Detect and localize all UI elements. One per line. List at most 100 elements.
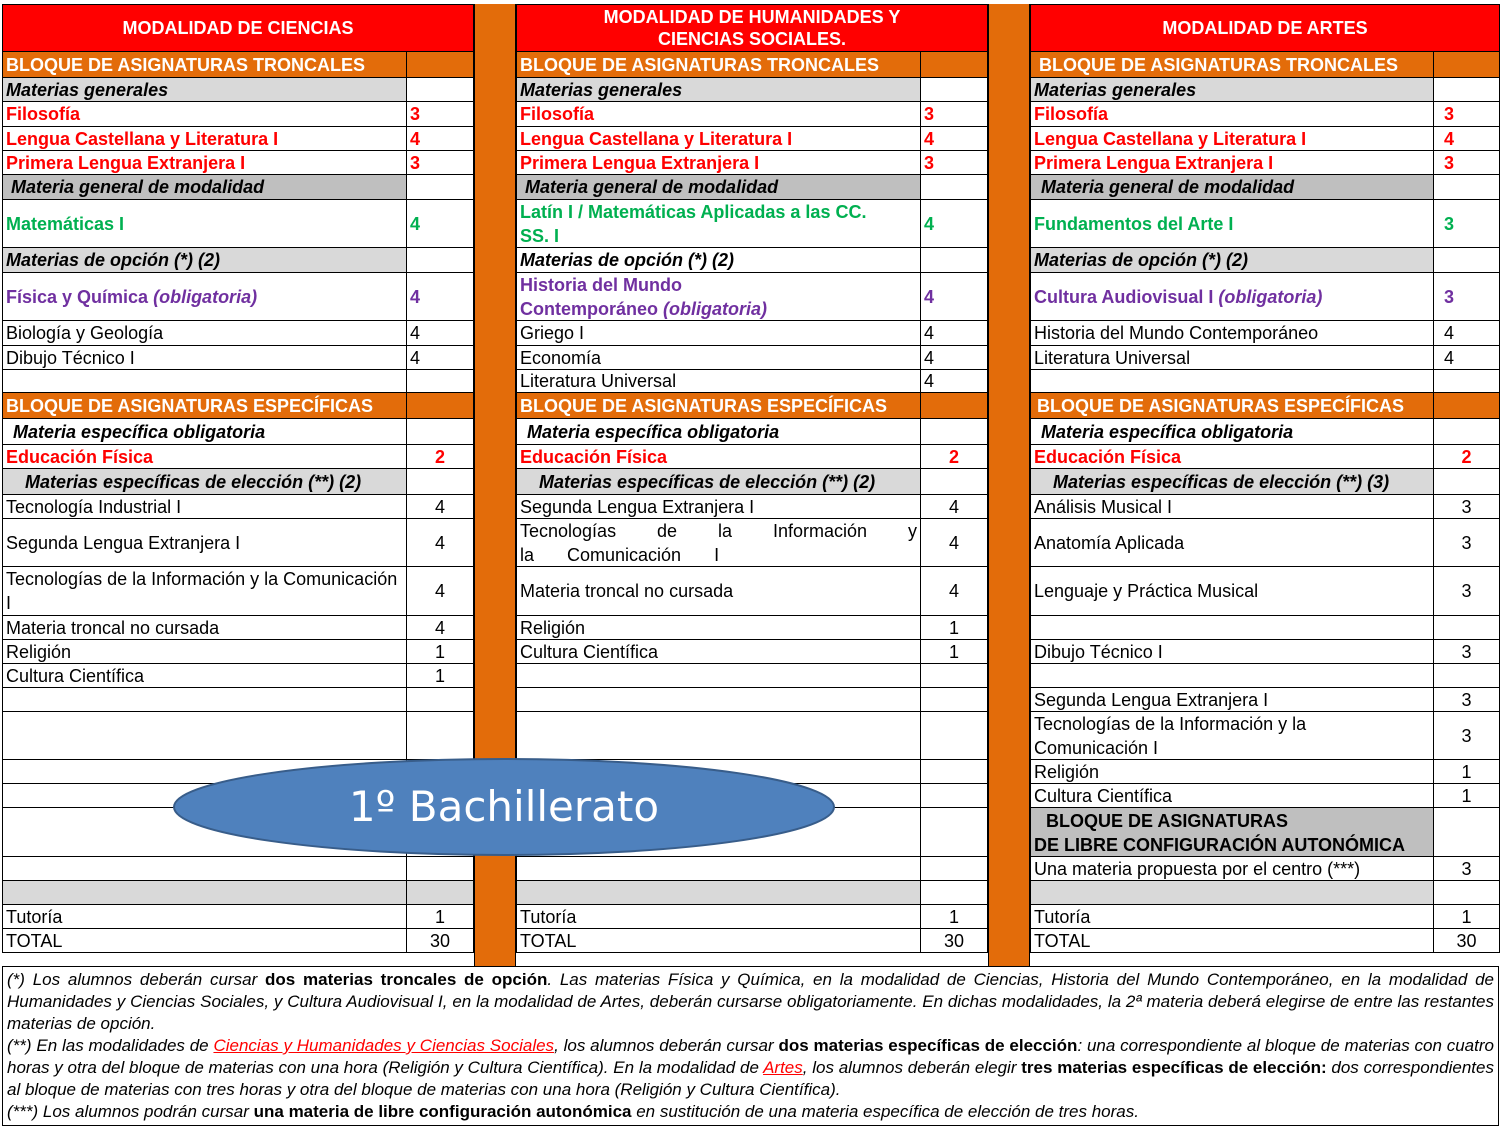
empty-cell: [921, 857, 988, 880]
subject-name: Lengua Castellana y Literatura I: [516, 127, 921, 150]
subject-hours: 4: [407, 567, 474, 615]
subject-hours: 1: [921, 640, 988, 663]
note-text: en sustitución de una materia específica…: [631, 1102, 1139, 1121]
empty-cell: [921, 760, 988, 783]
obligatoria-note: (obligatoria): [663, 299, 768, 319]
total-hours: 30: [921, 929, 988, 952]
subject-name: [1030, 370, 1434, 392]
tutoria-hours: 1: [921, 905, 988, 928]
empty-cell: [516, 712, 921, 759]
empty-cell: [1434, 881, 1500, 904]
subject-hours: 4: [407, 346, 474, 369]
subject-hours: 1: [921, 616, 988, 639]
especificas-header: BLOQUE DE ASIGNATURAS ESPECÍFICAS: [1030, 393, 1434, 418]
note-link-ciencias-humanidades[interactable]: Ciencias y Humanidades y Ciencias Social…: [213, 1036, 555, 1055]
empty-cell: [2, 881, 407, 904]
empty-cell: [1030, 881, 1434, 904]
empty-cell: [407, 248, 474, 272]
note-text: , los alumnos deberán elegir: [802, 1058, 1022, 1077]
column-ciencias: MODALIDAD DE CIENCIAS BLOQUE DE ASIGNATU…: [2, 4, 474, 953]
subject-hours: 3: [1434, 102, 1500, 126]
subject-hours: 1: [407, 664, 474, 687]
empty-cell: [921, 688, 988, 711]
libre-header-line2: DE LIBRE CONFIGURACIÓN AUTONÓMICA: [1034, 835, 1405, 855]
subject-name: Segunda Lengua Extranjera I: [516, 495, 921, 518]
subject-name: Economía: [516, 346, 921, 369]
note-text: (***) Los alumnos podrán cursar: [7, 1102, 254, 1121]
empty-cell: [921, 248, 988, 272]
subject-name: Filosofía: [1030, 102, 1434, 126]
empty-cell: [516, 688, 921, 711]
subject-name: Cultura Audiovisual I (obligatoria): [1030, 273, 1434, 320]
subject-name: Educación Física: [1030, 445, 1434, 468]
libre-header-line1: BLOQUE DE ASIGNATURAS: [1046, 811, 1289, 831]
subject-name-text: Historia del Mundo Contemporáneo: [520, 275, 682, 319]
subject-name: Griego I: [516, 321, 921, 345]
empty-cell: [921, 712, 988, 759]
empty-cell: [921, 808, 988, 856]
empty-cell: [921, 419, 988, 444]
note-text: , los alumnos deberán cursar: [554, 1036, 779, 1055]
note-text: . Las materias Física y Química, en la m…: [7, 970, 1494, 1033]
empty-cell: [921, 78, 988, 101]
subject-name: Dibujo Técnico I: [1030, 640, 1434, 663]
empty-cell: [407, 712, 474, 759]
subject-hours: 1: [1434, 784, 1500, 807]
subject-name: Tecnologías de la Información y la Comun…: [516, 519, 921, 566]
subject-hours: 4: [921, 370, 988, 392]
empty-cell: [1434, 175, 1500, 199]
subject-hours: 3: [921, 102, 988, 126]
subject-hours: 4: [1434, 127, 1500, 150]
note-bold: dos materias troncales de opción: [265, 970, 548, 989]
empty-cell: [921, 175, 988, 199]
empty-cell: [407, 469, 474, 494]
generales-label: Materias generales: [2, 78, 407, 101]
note-text: dos correspondientes al bloque de materi…: [7, 1058, 1494, 1099]
tutoria-label: Tutoría: [2, 905, 407, 928]
subject-hours: 4: [407, 616, 474, 639]
troncales-header: BLOQUE DE ASIGNATURAS TRONCALES: [2, 52, 407, 77]
subject-hours: 4: [921, 519, 988, 566]
note-bold: una materia de libre configuración auton…: [253, 1102, 632, 1121]
subject-name: [2, 370, 407, 392]
obligatoria-note: (obligatoria): [153, 287, 258, 307]
empty-cell: [1434, 248, 1500, 272]
opcion-label: Materias de opción (*) (2): [516, 248, 921, 272]
footnote-1: (*) Los alumnos deberán cursar dos mater…: [7, 969, 1494, 1035]
note-link-artes[interactable]: Artes: [763, 1058, 803, 1077]
empty-cell: [1434, 78, 1500, 101]
subject-name: Primera Lengua Extranjera I: [516, 151, 921, 174]
note-bold: tres materias específicas de elección:: [1021, 1058, 1327, 1077]
subject-hours: 3: [1434, 688, 1500, 711]
subject-name: Filosofía: [2, 102, 407, 126]
subject-name: Primera Lengua Extranjera I: [1030, 151, 1434, 174]
empty-cell: [407, 688, 474, 711]
subject-hours: 4: [407, 519, 474, 566]
empty-cell: [921, 469, 988, 494]
note-text: (*) Los alumnos deberán cursar: [7, 970, 266, 989]
subject-name: Segunda Lengua Extranjera I: [2, 519, 407, 566]
column-separator: [988, 4, 1030, 966]
subject-hours: 4: [1434, 346, 1500, 369]
total-hours: 30: [407, 929, 474, 952]
subject-name: Primera Lengua Extranjera I: [2, 151, 407, 174]
subject-name: Lengua Castellana y Literatura I: [2, 127, 407, 150]
libre-header: BLOQUE DE ASIGNATURAS DE LIBRE CONFIGURA…: [1030, 808, 1434, 856]
opcion-label: Materias de opción (*) (2): [2, 248, 407, 272]
subject-name: Educación Física: [516, 445, 921, 468]
subject-hours: 4: [921, 567, 988, 615]
empty-cell: [1434, 393, 1500, 418]
subject-name: Tecnología Industrial I: [2, 495, 407, 518]
subject-hours: 4: [1434, 321, 1500, 345]
eleccion-label: Materias específicas de elección (**) (3…: [1030, 469, 1434, 494]
subject-hours: 4: [407, 495, 474, 518]
subject-hours: 3: [1434, 273, 1500, 320]
subject-hours: [407, 370, 474, 392]
subject-name: Literatura Universal: [1030, 346, 1434, 369]
empty-cell: [407, 419, 474, 444]
column-title: MODALIDAD DE ARTES: [1030, 5, 1500, 51]
bachillerato-ellipse: 1º Bachillerato: [173, 758, 835, 856]
subject-hours: 2: [407, 445, 474, 468]
subject-hours: 4: [921, 321, 988, 345]
empty-cell: [407, 52, 474, 77]
